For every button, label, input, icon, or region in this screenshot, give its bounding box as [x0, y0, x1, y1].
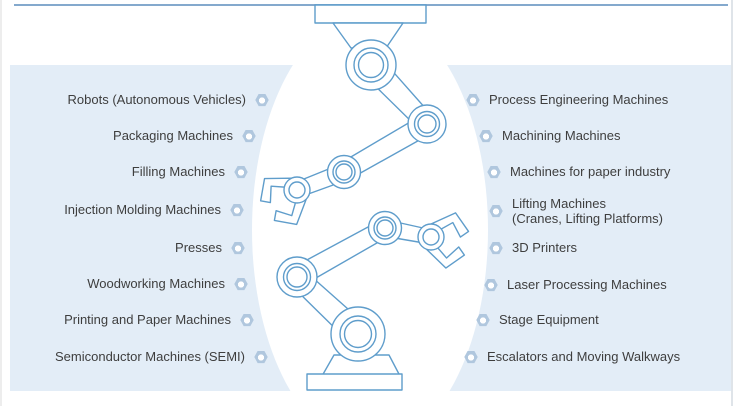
- list-item-label: Machining Machines: [502, 128, 621, 143]
- nut-icon: [484, 278, 498, 292]
- nut-icon: [230, 203, 244, 217]
- nut-icon: [255, 93, 269, 107]
- list-item-label: Lifting Machines: [512, 196, 606, 211]
- list-item-label: Semiconductor Machines (SEMI): [54, 349, 245, 364]
- list-item-label-group: Lifting Machines (Cranes, Lifting Platfo…: [512, 196, 663, 226]
- list-item: Stage Equipment: [476, 312, 599, 328]
- list-item: Filling Machines: [132, 164, 248, 180]
- list-item-label: Filling Machines: [131, 164, 225, 179]
- list-item: Semiconductor Machines (SEMI): [55, 349, 268, 365]
- list-item: Woodworking Machines: [87, 276, 248, 292]
- list-item: Machines for paper industry: [487, 164, 670, 180]
- page-edge-left: [0, 0, 2, 406]
- list-item: Process Engineering Machines: [466, 92, 668, 108]
- list-item: Laser Processing Machines: [484, 277, 667, 293]
- list-item: Packaging Machines: [113, 128, 256, 144]
- nut-icon: [242, 129, 256, 143]
- nut-icon: [466, 93, 480, 107]
- nut-icon: [489, 204, 503, 218]
- list-item-label: Injection Molding Machines: [64, 202, 221, 217]
- nut-icon: [487, 165, 501, 179]
- list-item: Machining Machines: [479, 128, 621, 144]
- nut-icon: [476, 313, 490, 327]
- list-item: Presses: [175, 240, 245, 256]
- nut-icon: [489, 241, 503, 255]
- list-item-label: Process Engineering Machines: [489, 92, 669, 107]
- list-item-sublabel: (Cranes, Lifting Platforms): [512, 211, 663, 226]
- nut-icon: [234, 165, 248, 179]
- list-item-label: Stage Equipment: [499, 312, 599, 327]
- nut-icon: [254, 350, 268, 364]
- page-edge-right: [731, 0, 733, 406]
- top-accent-line: [14, 4, 728, 6]
- list-item-label: Packaging Machines: [113, 128, 233, 143]
- nut-icon: [231, 241, 245, 255]
- list-item: Lifting Machines (Cranes, Lifting Platfo…: [489, 196, 663, 226]
- nut-icon: [234, 277, 248, 291]
- nut-icon: [464, 350, 478, 364]
- nut-icon: [479, 129, 493, 143]
- list-item: 3D Printers: [489, 240, 577, 256]
- list-item-label: Escalators and Moving Walkways: [487, 349, 681, 364]
- list-item-label: Robots (Autonomous Vehicles): [67, 92, 246, 107]
- list-item-label: 3D Printers: [512, 240, 578, 255]
- list-item: Injection Molding Machines: [64, 202, 244, 218]
- list-item: Printing and Paper Machines: [64, 312, 254, 328]
- list-item: Escalators and Moving Walkways: [464, 349, 680, 365]
- list-item-label: Printing and Paper Machines: [64, 312, 231, 327]
- list-item-label: Laser Processing Machines: [507, 277, 667, 292]
- nut-icon: [240, 313, 254, 327]
- list-item-label: Presses: [175, 240, 222, 255]
- list-item: Robots (Autonomous Vehicles): [68, 92, 269, 108]
- list-item-label: Machines for paper industry: [510, 164, 671, 179]
- list-item-label: Woodworking Machines: [87, 276, 225, 291]
